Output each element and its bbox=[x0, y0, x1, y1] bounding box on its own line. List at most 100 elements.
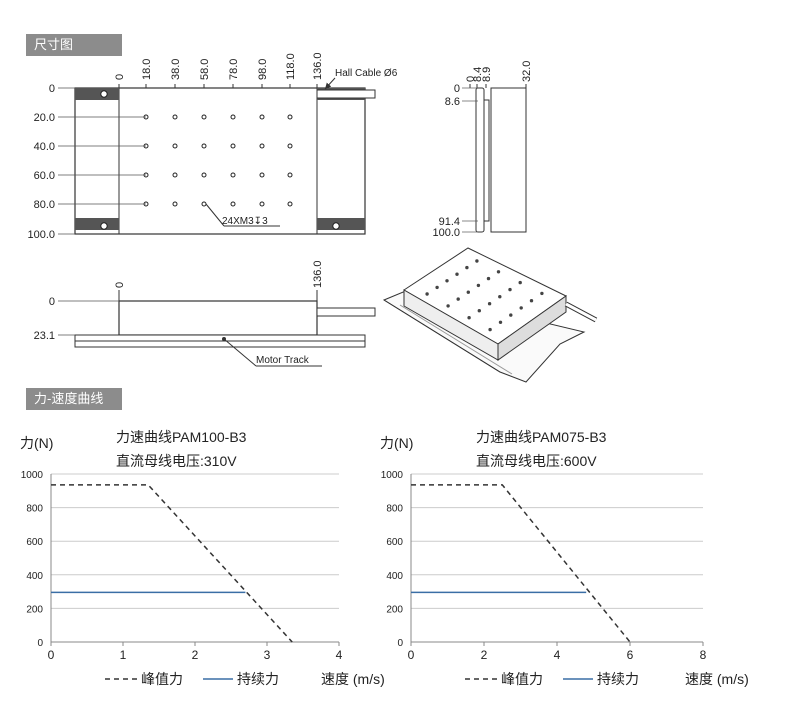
dim-label-y: 91.4 bbox=[439, 216, 460, 228]
side-view-top-dims: 08.48.9 32.0 bbox=[465, 61, 533, 88]
left-plate-strip-bottom bbox=[75, 218, 119, 230]
isometric-view bbox=[382, 247, 598, 383]
iso-hole-grid bbox=[425, 259, 544, 332]
x-tick-label: 0 bbox=[48, 648, 55, 662]
iso-hole bbox=[467, 316, 471, 320]
dim-label-y: 100.0 bbox=[432, 227, 460, 239]
hole-grid bbox=[143, 114, 293, 207]
x-axis-unit: 速度 (m/s) bbox=[685, 671, 749, 687]
side-body bbox=[490, 87, 527, 233]
left-end-plate bbox=[74, 87, 120, 235]
dim-label-x: 0 bbox=[465, 76, 477, 82]
iso-hole bbox=[476, 283, 481, 288]
mount-hole bbox=[172, 172, 178, 178]
dim-label-y: 8.6 bbox=[445, 96, 460, 108]
y-tick-label: 400 bbox=[386, 571, 403, 582]
y-tick-label: 800 bbox=[386, 504, 403, 515]
mount-hole bbox=[172, 114, 178, 120]
iso-hole bbox=[496, 270, 501, 274]
dim-label-y: 0 bbox=[49, 83, 55, 95]
y-tick-label: 600 bbox=[386, 537, 403, 548]
iso-hole bbox=[425, 292, 429, 296]
dim-label-x: 32.0 bbox=[521, 61, 533, 82]
series-line-peak bbox=[51, 484, 293, 643]
y-tick-label: 0 bbox=[37, 638, 43, 649]
dim-label-x: 0 bbox=[114, 74, 126, 80]
iso-hole bbox=[466, 290, 470, 294]
iso-hole bbox=[475, 259, 479, 263]
mount-hole bbox=[287, 172, 293, 178]
mount-hole bbox=[230, 143, 236, 149]
mount-hole bbox=[259, 172, 265, 178]
dim-label-x: 58.0 bbox=[199, 59, 211, 80]
front-cable bbox=[316, 307, 376, 317]
dim-label-x: 136.0 bbox=[312, 260, 324, 288]
x-tick-label: 8 bbox=[700, 648, 707, 662]
right-plate-strip-bottom bbox=[317, 218, 365, 230]
mount-hole bbox=[100, 222, 108, 230]
mount-hole bbox=[201, 114, 207, 120]
iso-hole bbox=[455, 272, 459, 276]
iso-hole bbox=[508, 287, 512, 292]
y-axis-unit: 力(N) bbox=[20, 435, 53, 451]
x-axis-unit: 速度 (m/s) bbox=[321, 671, 385, 687]
dim-label-y: 20.0 bbox=[34, 112, 55, 124]
chart-title: 力速曲线PAM100-B3 bbox=[116, 429, 247, 445]
iso-hole bbox=[487, 302, 492, 306]
mount-hole bbox=[172, 201, 178, 207]
dim-label-y: 60.0 bbox=[34, 170, 55, 182]
y-axis-unit: 力(N) bbox=[380, 435, 413, 451]
x-tick-label: 2 bbox=[481, 648, 488, 662]
dim-label-x: 78.0 bbox=[228, 59, 240, 80]
legend-label-peak: 峰值力 bbox=[501, 671, 543, 687]
x-tick-label: 4 bbox=[336, 648, 343, 662]
y-tick-label: 200 bbox=[386, 604, 403, 615]
iso-hole bbox=[498, 320, 503, 324]
hall-cable-label: Hall Cable Ø6 bbox=[335, 68, 398, 79]
y-tick-label: 800 bbox=[26, 504, 43, 515]
dim-label-x: 0 bbox=[114, 282, 126, 288]
mount-hole bbox=[287, 114, 293, 120]
dim-label-x: 136.0 bbox=[312, 52, 324, 80]
front-track-bottom bbox=[74, 340, 366, 348]
y-tick-label: 400 bbox=[26, 571, 43, 582]
chart-subtitle: 直流母线电压:310V bbox=[116, 453, 237, 469]
hall-cable bbox=[316, 89, 376, 99]
iso-hole bbox=[456, 297, 460, 301]
iso-side-face bbox=[497, 295, 567, 361]
mount-hole bbox=[172, 143, 178, 149]
y-tick-label: 1000 bbox=[21, 470, 44, 481]
mount-hole bbox=[230, 172, 236, 178]
dim-label-y: 80.0 bbox=[34, 199, 55, 211]
mount-hole bbox=[201, 143, 207, 149]
mount-hole bbox=[230, 201, 236, 207]
chart-subtitle: 直流母线电压:600V bbox=[476, 453, 597, 469]
chart-title: 力速曲线PAM075-B3 bbox=[476, 429, 607, 445]
iso-hole bbox=[540, 291, 544, 296]
mount-hole bbox=[287, 201, 293, 207]
mount-hole bbox=[100, 90, 108, 98]
side-rail bbox=[475, 87, 485, 233]
x-tick-label: 3 bbox=[264, 648, 271, 662]
iso-hole bbox=[519, 306, 523, 310]
chart-pam075: 力速曲线PAM075-B3直流母线电压:600V力(N)020040060080… bbox=[380, 429, 749, 687]
y-tick-label: 600 bbox=[26, 537, 43, 548]
dim-label-x: 98.0 bbox=[257, 59, 269, 80]
mount-hole bbox=[259, 114, 265, 120]
hole-spec-label: 24XM3↧3 bbox=[222, 216, 268, 227]
dim-label-x: 8.9 bbox=[481, 67, 493, 82]
mount-hole bbox=[287, 143, 293, 149]
chart-pam100: 力速曲线PAM100-B3直流母线电压:310V力(N)020040060080… bbox=[20, 429, 385, 687]
right-end-plate bbox=[316, 87, 366, 235]
dim-label-x: 38.0 bbox=[170, 59, 182, 80]
mount-hole bbox=[201, 172, 207, 178]
front-track-top bbox=[74, 334, 366, 342]
dim-label-x: 8.4 bbox=[472, 67, 484, 82]
iso-hole bbox=[518, 280, 522, 285]
left-plate-strip-top bbox=[75, 88, 119, 100]
